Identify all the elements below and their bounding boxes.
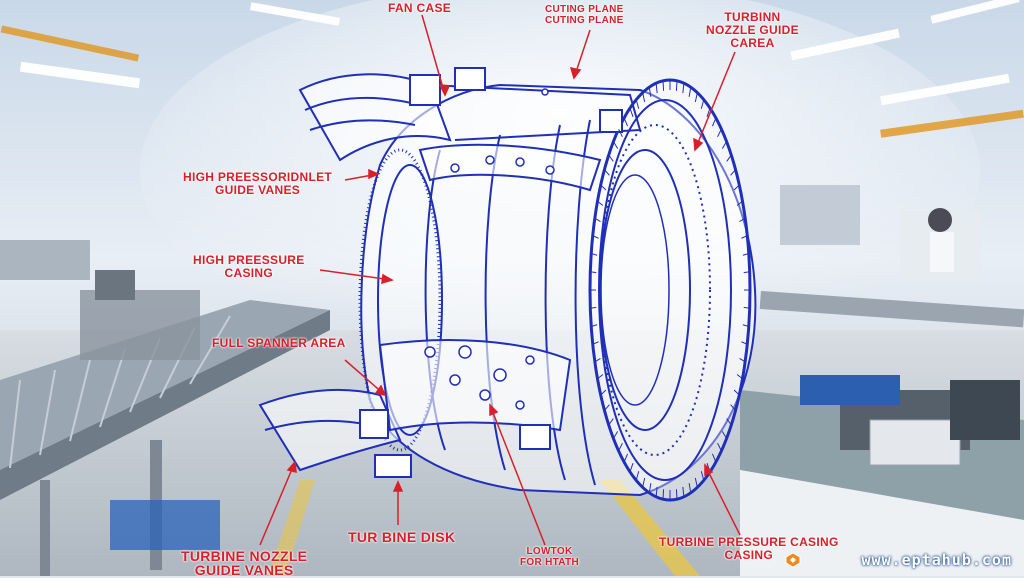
flange-tooth bbox=[597, 374, 604, 380]
flange-tooth bbox=[675, 489, 678, 500]
label-turbine-pressure-casing: TURBINE PRESSURE CASING CASING bbox=[659, 536, 839, 562]
label-high-pressure-inlet-line2: GUIDE VANES bbox=[214, 183, 301, 197]
flange-tooth bbox=[742, 253, 749, 256]
flange-tooth bbox=[739, 357, 746, 363]
label-high-pressure-casing: HIGH PREESSURE CASING bbox=[193, 254, 305, 280]
label-turbine-nozzle-area-line3: CAREA bbox=[730, 36, 775, 50]
flange-tooth bbox=[743, 306, 750, 309]
flange-tooth bbox=[694, 92, 698, 103]
label-turbine-nozzle-guide-vanes-line1: TURBINE NOZZLE bbox=[181, 548, 308, 564]
flange-tooth bbox=[648, 87, 652, 97]
flange-tooth bbox=[662, 80, 665, 91]
flange-tooth bbox=[711, 117, 717, 127]
flange-tooth bbox=[635, 99, 640, 109]
label-high-pressure-inlet: HIGH PREESSORIDNLET GUIDE VANES bbox=[183, 171, 332, 197]
flange-tooth bbox=[726, 418, 732, 426]
label-cutting-plane-line1: CUTING PLANE bbox=[545, 4, 624, 15]
flange-tooth bbox=[594, 357, 601, 363]
label-turbine-nozzle-area: TURBINN NOZZLE GUIDE CAREA bbox=[706, 11, 799, 50]
watermark-url[interactable]: www.eptahub.com bbox=[861, 551, 1012, 569]
flange-tooth bbox=[618, 442, 623, 452]
flange-tooth bbox=[604, 169, 610, 176]
flange-tooth bbox=[591, 324, 598, 327]
flange-tooth bbox=[629, 463, 634, 473]
flange-tooth bbox=[742, 324, 749, 327]
flange-tooth bbox=[608, 154, 614, 162]
flange-tooth bbox=[682, 83, 685, 94]
flange-tooth bbox=[726, 154, 732, 162]
label-lowtok-line2: FOR HTATH bbox=[520, 557, 579, 568]
flange-tooth bbox=[613, 431, 619, 439]
flange-tooth bbox=[629, 107, 634, 117]
flange-tooth bbox=[675, 80, 678, 91]
flange-tooth bbox=[604, 404, 610, 411]
flange-tooth bbox=[741, 235, 748, 239]
flange-tooth bbox=[594, 217, 601, 223]
flange-tooth bbox=[706, 107, 711, 117]
label-high-pressure-inlet-line1: HIGH PREESSORIDNLET bbox=[183, 170, 333, 184]
label-lowtok-line1: LOWTOK bbox=[526, 546, 573, 557]
label-high-pressure-casing-line2: CASING bbox=[224, 266, 274, 280]
flange-tooth bbox=[623, 117, 629, 127]
label-turbine-nozzle-guide-vanes-line2: GUIDE VANES bbox=[194, 562, 294, 578]
flange-tooth bbox=[592, 235, 599, 239]
flange-tooth bbox=[597, 200, 604, 206]
flange-tooth bbox=[600, 389, 607, 396]
eptahub-logo-icon bbox=[785, 552, 801, 568]
flange-tooth bbox=[635, 471, 640, 481]
flange-tooth bbox=[741, 341, 748, 345]
flange-tooth bbox=[682, 486, 685, 497]
flange-tooth bbox=[743, 271, 750, 274]
flange-tooth bbox=[733, 389, 740, 396]
flange-tooth bbox=[592, 341, 599, 345]
label-cutting-plane: CUTING PLANE CUTING PLANE bbox=[545, 4, 624, 26]
flange-tooth bbox=[711, 453, 717, 463]
flange-tooth bbox=[662, 489, 665, 500]
label-turbine-nozzle-area-line2: NOZZLE GUIDE bbox=[706, 23, 799, 37]
flange-tooth bbox=[721, 141, 727, 149]
flange-tooth bbox=[608, 418, 614, 426]
label-cutting-plane-line2: CUTING PLANE bbox=[545, 15, 624, 26]
flange-tooth bbox=[700, 99, 705, 109]
flange-tooth bbox=[590, 271, 597, 274]
flange-tooth bbox=[721, 431, 727, 439]
label-turbine-disk: TUR BINE DISK bbox=[348, 529, 456, 545]
flange-tooth bbox=[613, 141, 619, 149]
label-high-pressure-casing-line1: HIGH PREESSURE bbox=[193, 253, 305, 267]
flange-tooth bbox=[730, 169, 736, 176]
label-turbine-pressure-casing-line2: CASING bbox=[724, 548, 774, 562]
flange-tooth bbox=[694, 477, 698, 488]
flange-tooth bbox=[688, 87, 692, 97]
flange-tooth bbox=[591, 253, 598, 256]
flange-tooth bbox=[655, 486, 658, 497]
flange-tooth bbox=[600, 184, 607, 191]
label-full-spanner-area: FULL SPANNER AREA bbox=[212, 336, 346, 350]
flange-tooth bbox=[623, 453, 629, 463]
label-turbine-pressure-casing-line1: TURBINE PRESSURE CASING bbox=[659, 535, 839, 549]
flange-tooth bbox=[700, 471, 705, 481]
flange-tooth bbox=[717, 442, 722, 452]
flange-tooth bbox=[648, 483, 652, 493]
label-lowtok: LOWTOK FOR HTATH bbox=[520, 546, 579, 568]
flange-tooth bbox=[736, 200, 743, 206]
flange-tooth bbox=[655, 83, 658, 94]
flange-tooth bbox=[642, 92, 646, 103]
flange-tooth bbox=[688, 483, 692, 493]
label-fan-case: FAN CASE bbox=[388, 1, 452, 15]
flange-tooth bbox=[618, 128, 623, 138]
label-turbine-nozzle-area-line1: TURBINN bbox=[724, 10, 781, 24]
flange-tooth bbox=[590, 306, 597, 309]
flange-tooth bbox=[733, 184, 740, 191]
flange-tooth bbox=[739, 217, 746, 223]
flange-tooth bbox=[736, 374, 743, 380]
flange-tooth bbox=[642, 477, 646, 488]
flange-tooth bbox=[717, 128, 722, 138]
flange-tooth bbox=[730, 404, 736, 411]
label-turbine-nozzle-guide-vanes: TURBINE NOZZLE GUIDE VANES bbox=[181, 549, 307, 577]
